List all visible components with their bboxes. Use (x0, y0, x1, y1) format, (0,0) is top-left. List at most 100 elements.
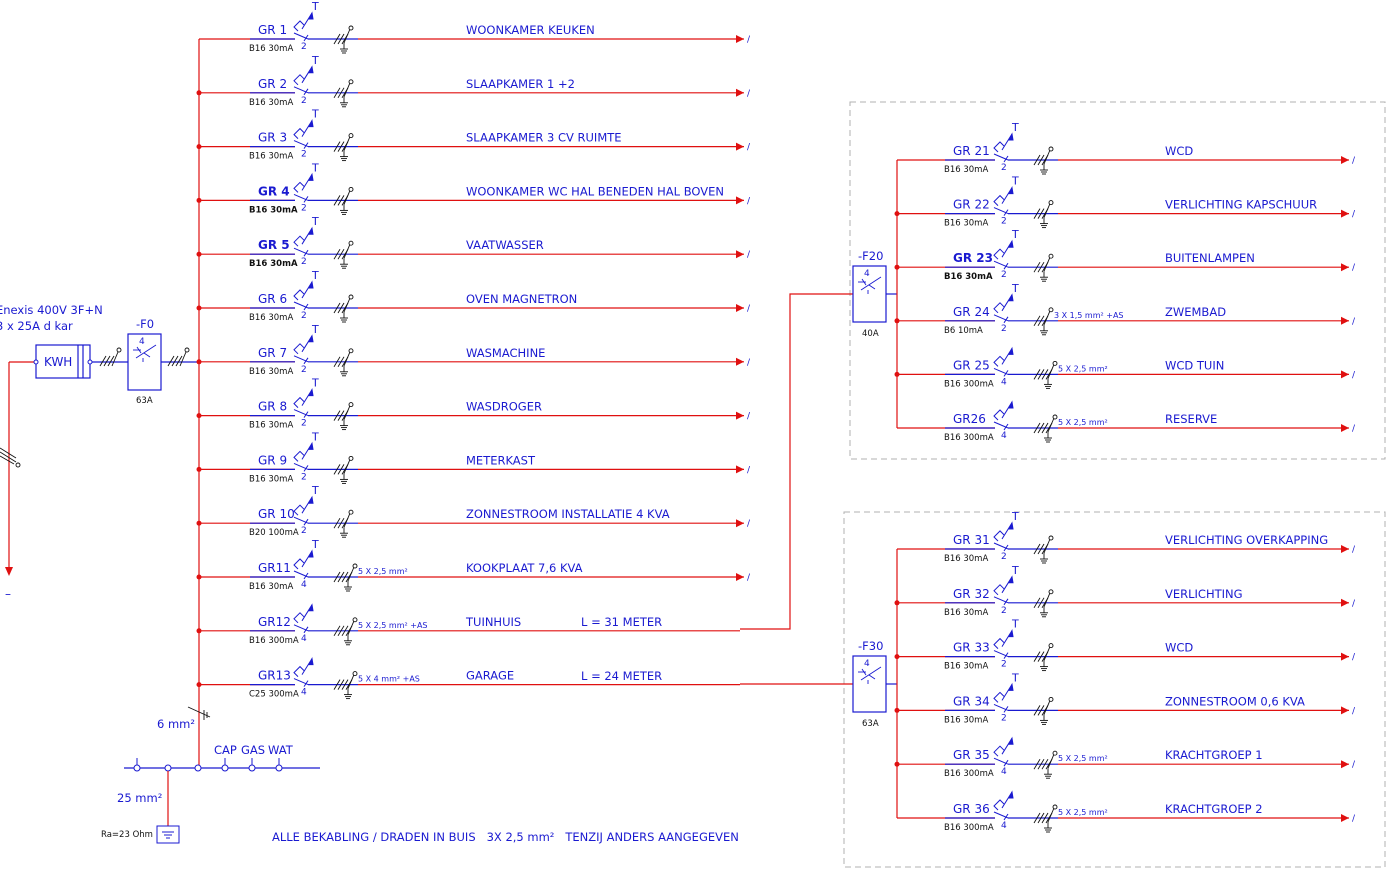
group-rating: B16 30mA (249, 367, 293, 377)
bonding-cap: CAP (214, 743, 237, 757)
svg-text:T: T (1011, 510, 1019, 523)
svg-text:T: T (311, 484, 319, 497)
supply-line1: Enexis 400V 3F+N (0, 303, 103, 317)
arrow-icon (736, 357, 744, 366)
rcbo-icon (993, 293, 1014, 324)
cable-ticks-icon (1033, 253, 1054, 282)
main-breaker-rating: 63A (136, 396, 153, 406)
group-name: GR13 (258, 669, 291, 683)
group-poles: 2 (1001, 324, 1007, 334)
svg-text:T: T (311, 108, 319, 121)
arrow-icon (1341, 760, 1349, 769)
bonding-wat: WAT (268, 743, 294, 757)
group-name: GR 1 (258, 23, 287, 37)
arrow-icon (1341, 370, 1349, 379)
group-description: VERLICHTING KAPSCHUUR (1165, 198, 1317, 212)
cable-ticks-icon (333, 455, 354, 484)
main-breaker (127, 333, 162, 391)
group-rating: B16 30mA (249, 313, 293, 323)
feeder-to-f20 (740, 293, 853, 630)
supply-section: Enexis 400V 3F+N 3 x 25A d kar – KWH -F0… (0, 303, 199, 601)
group-description: WASDROGER (466, 400, 542, 414)
group-description: KOOKPLAAT 7,6 KVA (466, 561, 583, 575)
cable-ticks-icon (333, 186, 354, 215)
rcbo-icon (293, 603, 314, 634)
group-description: RESERVE (1165, 412, 1217, 426)
group-rating: B16 300mA (249, 636, 299, 646)
svg-text:/: / (1352, 599, 1356, 609)
group-name: GR 31 (953, 533, 990, 547)
cable-spec: 5 X 2,5 mm² +AS (358, 621, 428, 630)
rcbo-icon (993, 736, 1014, 767)
f30-breaker (852, 655, 887, 713)
svg-text:/: / (747, 358, 751, 368)
arrow-icon (1341, 598, 1349, 607)
rcbo-icon (993, 790, 1014, 821)
arrow-icon (736, 519, 744, 528)
group-rating: B16 30mA (249, 259, 298, 269)
group-name: GR 22 (953, 198, 990, 212)
svg-text:T: T (311, 269, 319, 282)
group-rating: B16 30mA (944, 272, 993, 282)
rcbo-icon (293, 11, 314, 42)
svg-text:T: T (1011, 671, 1019, 684)
group-name: GR 24 (953, 305, 990, 319)
group-description: WCD (1165, 144, 1193, 158)
svg-text:4: 4 (864, 659, 870, 669)
svg-text:/: / (1352, 424, 1356, 434)
svg-text:/: / (747, 304, 751, 314)
svg-text:/: / (1352, 263, 1356, 273)
group-poles: 2 (1001, 713, 1007, 723)
group-rating: B6 10mA (944, 326, 983, 336)
svg-text:/: / (747, 143, 751, 153)
cable-spec: 5 X 2,5 mm² (1058, 364, 1108, 373)
group-rating: B16 30mA (944, 662, 988, 672)
minus-mark: – (5, 587, 11, 601)
earthing-section: 6 mm² CAP GAS WAT 25 mm² Ra=23 Ohm (101, 706, 320, 844)
group-description: ZONNESTROOM INSTALLATIE 4 KVA (466, 507, 670, 521)
rcbo-icon (993, 239, 1014, 270)
bonding-gas: GAS (241, 743, 265, 757)
svg-text:/: / (1352, 370, 1356, 380)
pe-conductor-label: 6 mm² (157, 717, 195, 731)
group-poles: 2 (301, 96, 307, 106)
group-rating: B16 30mA (944, 219, 988, 229)
group-rating: B16 300mA (944, 379, 994, 389)
svg-text:T: T (1011, 282, 1019, 295)
group-rating: B16 30mA (249, 582, 293, 592)
group-description: WOONKAMER WC HAL BENEDEN HAL BOVEN (466, 184, 724, 198)
rcbo-icon (293, 334, 314, 365)
earth-conductor-label: 25 mm² (117, 791, 162, 805)
group-description: KRACHTGROEP 1 (1165, 748, 1263, 762)
arrow-icon (1341, 209, 1349, 218)
group-poles: 2 (301, 42, 307, 52)
main-breaker-id: -F0 (136, 317, 154, 331)
svg-text:T: T (1011, 618, 1019, 631)
group-name: GR 36 (953, 802, 990, 816)
arrow-icon (736, 411, 744, 420)
cable-ticks-icon (333, 294, 354, 323)
group-description: GARAGE (466, 669, 514, 683)
group-name: GR 25 (953, 358, 990, 372)
svg-text:T: T (311, 215, 319, 228)
arrow-icon (1341, 706, 1349, 715)
group-description: BUITENLAMPEN (1165, 251, 1255, 265)
svg-text:/: / (1352, 156, 1356, 166)
cable-ticks-icon (1033, 360, 1058, 389)
group-name: GR 3 (258, 131, 287, 145)
rcbo-icon (993, 629, 1014, 659)
cable-spec: 5 X 2,5 mm² (1058, 808, 1108, 817)
cable-ticks-icon (333, 79, 354, 108)
svg-text:/: / (747, 250, 751, 260)
group-rating: B16 300mA (944, 769, 994, 779)
rcbo-icon (293, 549, 314, 580)
